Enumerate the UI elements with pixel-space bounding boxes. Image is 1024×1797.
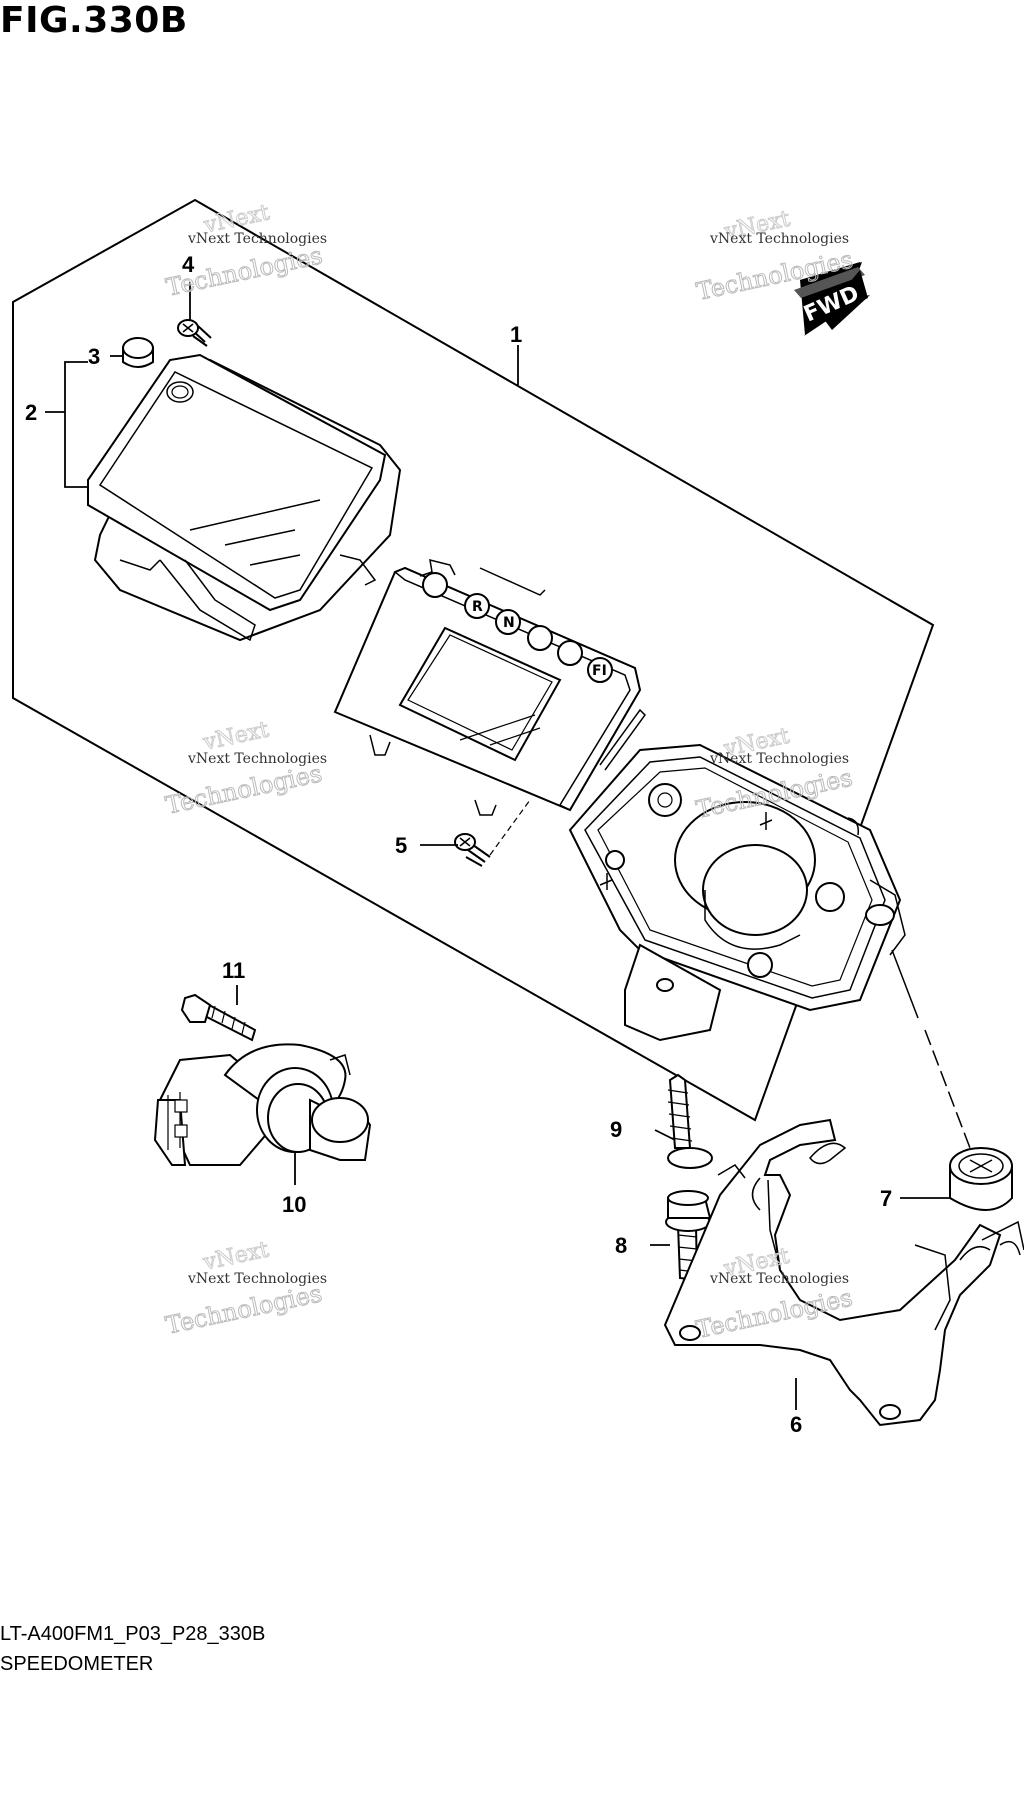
screw-5-dash-line [489, 799, 531, 856]
grommet-leader-top [891, 949, 919, 1019]
leader-lines [45, 282, 950, 1410]
watermark-bottom-left-line: vNext Technologies [187, 1271, 327, 1287]
screw-part-9[interactable] [667, 1073, 713, 1169]
callout-11: 11 [222, 958, 245, 983]
indicator-r: R [472, 599, 483, 615]
callout-1: 1 [510, 322, 522, 347]
indicator-fi: FI [592, 663, 607, 679]
callout-6: 6 [790, 1412, 802, 1437]
grommet-part-7[interactable] [949, 1147, 1013, 1211]
assembly-outline [12, 198, 935, 1122]
callout-5: 5 [395, 833, 407, 858]
watermark-top-left-line: vNext Technologies [187, 231, 327, 247]
watermark-mid-right-line: vNext Technologies [709, 751, 849, 767]
bolt-part-11[interactable] [180, 993, 257, 1042]
screw-part-5[interactable] [454, 833, 491, 867]
meter-panel[interactable] [333, 558, 646, 816]
figure-code: LT-A400FM1_P03_P28_330B [0, 1623, 266, 1645]
screw-part-4[interactable] [177, 319, 212, 347]
meter-housing[interactable] [568, 743, 906, 1042]
speed-sensor-part-10[interactable] [153, 1043, 372, 1166]
cap-part-3[interactable] [122, 337, 154, 368]
indicator-n: N [503, 615, 515, 631]
meter-cover[interactable] [87, 353, 402, 642]
bracket-part-6[interactable] [663, 1118, 1024, 1427]
grommet-dash-line [924, 1029, 971, 1149]
callout-10: 10 [282, 1192, 306, 1217]
callout-2: 2 [25, 400, 37, 425]
callout-4: 4 [182, 252, 195, 277]
fwd-arrow-icon [794, 262, 870, 336]
callout-8: 8 [615, 1233, 627, 1258]
watermark-mid-left-line: vNext Technologies [187, 751, 327, 767]
figure-name: SPEEDOMETER [0, 1653, 154, 1675]
watermark-bottom-right-line: vNext Technologies [709, 1271, 849, 1287]
figure-title: FIG.330B [0, 0, 188, 41]
callout-3: 3 [88, 344, 100, 369]
callout-9: 9 [610, 1117, 622, 1142]
svg-text:Technologies: Technologies [163, 1279, 324, 1339]
callout-7: 7 [880, 1186, 892, 1211]
svg-text:Technologies: Technologies [163, 759, 324, 819]
watermark-top-right-line: vNext Technologies [709, 231, 849, 247]
svg-text:Technologies: Technologies [164, 241, 325, 301]
